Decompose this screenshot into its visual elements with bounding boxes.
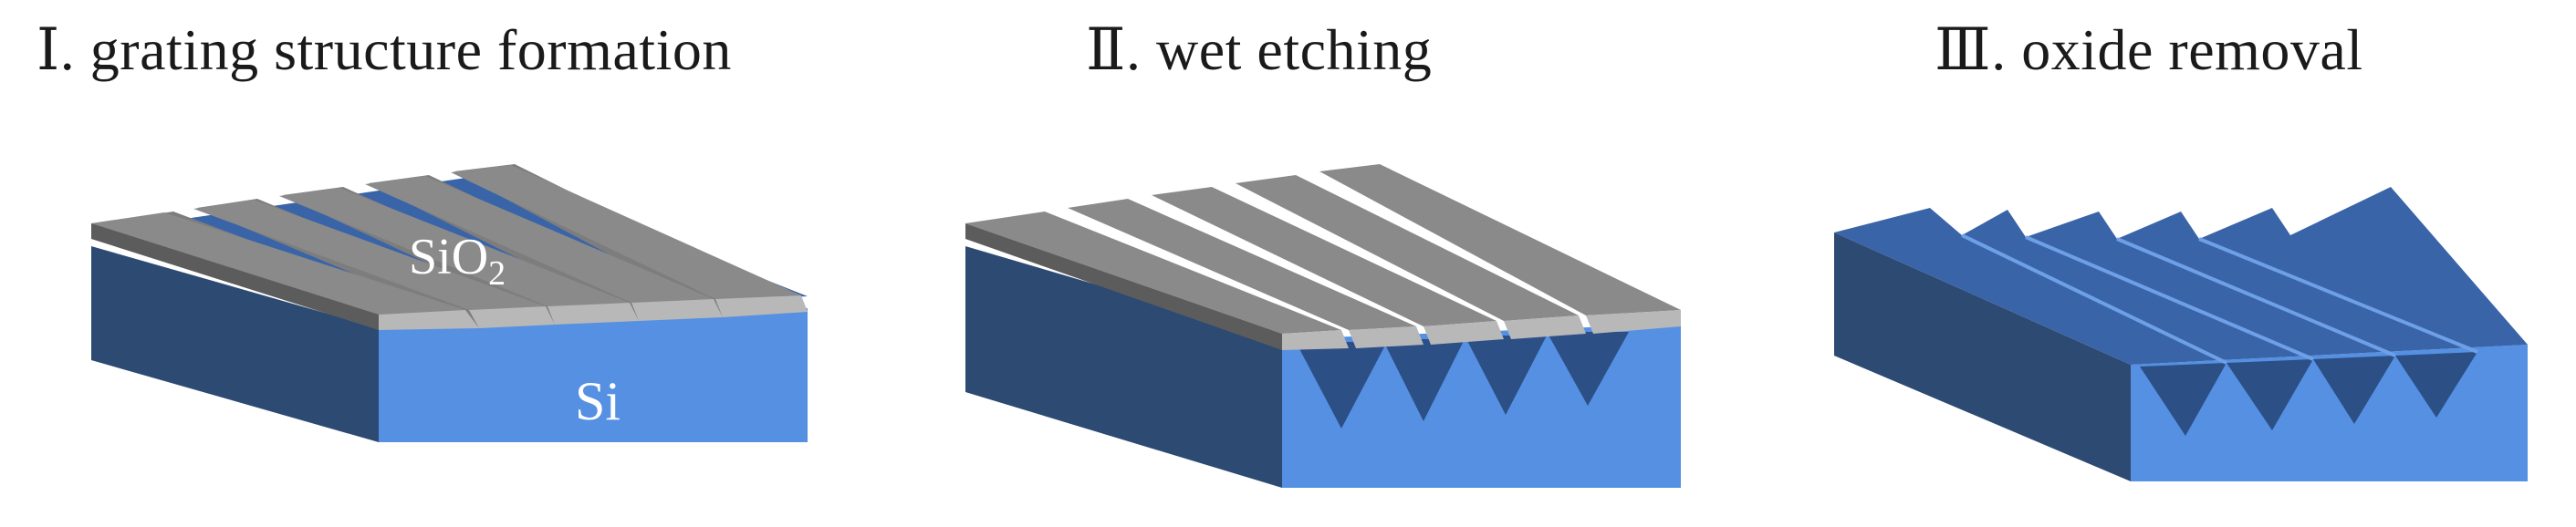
ridge-lines bbox=[1961, 233, 2478, 365]
sio2-strip bbox=[379, 310, 479, 330]
si-label: Si bbox=[575, 371, 621, 431]
step-title-3: Ⅲ. oxide removal bbox=[1935, 17, 2363, 82]
step-title-1: Ⅰ. grating structure formation bbox=[37, 17, 732, 82]
si-side-face bbox=[1834, 232, 2131, 481]
sio2-strip bbox=[91, 212, 465, 315]
v-groove bbox=[1465, 336, 1547, 415]
sio2-strip bbox=[965, 223, 1282, 350]
sio2-label: SiO2 bbox=[409, 229, 506, 293]
ridge-line bbox=[2025, 235, 2314, 361]
sio2-strip bbox=[715, 295, 808, 317]
v-groove bbox=[2395, 352, 2477, 418]
si-front-face bbox=[379, 308, 808, 442]
sio2-strip bbox=[1349, 326, 1424, 348]
sio2-strip bbox=[279, 188, 630, 306]
step-title-2: Ⅱ. wet etching bbox=[1086, 17, 1433, 82]
sio2-strip bbox=[1319, 164, 1681, 315]
v-groove bbox=[1296, 342, 1387, 429]
sio2-strip bbox=[451, 165, 801, 299]
sio2-grating-strips bbox=[91, 164, 808, 330]
sio2-strip bbox=[1282, 330, 1349, 350]
sio2-grating-strips bbox=[965, 164, 1681, 350]
v-groove bbox=[1382, 339, 1465, 421]
ridge-line bbox=[2116, 237, 2396, 357]
v-grooves bbox=[1296, 332, 1629, 429]
step-1-block: SiO2 Si bbox=[91, 164, 808, 442]
sio2-strip bbox=[1586, 310, 1681, 334]
step-3-block bbox=[1834, 187, 2528, 481]
si-side-face bbox=[91, 246, 379, 442]
sio2-strip bbox=[1504, 315, 1586, 339]
si-side-face bbox=[965, 246, 1282, 488]
step-2-block bbox=[965, 164, 1681, 488]
sio2-strip bbox=[631, 299, 723, 321]
ridge-line bbox=[1961, 233, 2227, 365]
sio2-strip bbox=[1236, 175, 1579, 321]
sio2-strip bbox=[1068, 199, 1416, 330]
v-groove bbox=[1547, 332, 1629, 406]
si-top-surface bbox=[1834, 187, 2528, 365]
v-groove bbox=[2140, 363, 2227, 436]
v-groove bbox=[2313, 356, 2395, 424]
sio2-strip bbox=[193, 200, 546, 310]
sio2-strip bbox=[1424, 321, 1504, 345]
v-grooves bbox=[2140, 352, 2477, 436]
sio2-strip bbox=[365, 176, 714, 303]
sio2-strip bbox=[548, 303, 639, 325]
sio2-strip bbox=[469, 306, 555, 328]
sio2-strip bbox=[1152, 187, 1497, 326]
sio2-strip bbox=[965, 212, 1341, 334]
v-groove bbox=[2227, 359, 2313, 430]
sio2-strip bbox=[91, 223, 379, 330]
ridge-line bbox=[2198, 237, 2478, 354]
